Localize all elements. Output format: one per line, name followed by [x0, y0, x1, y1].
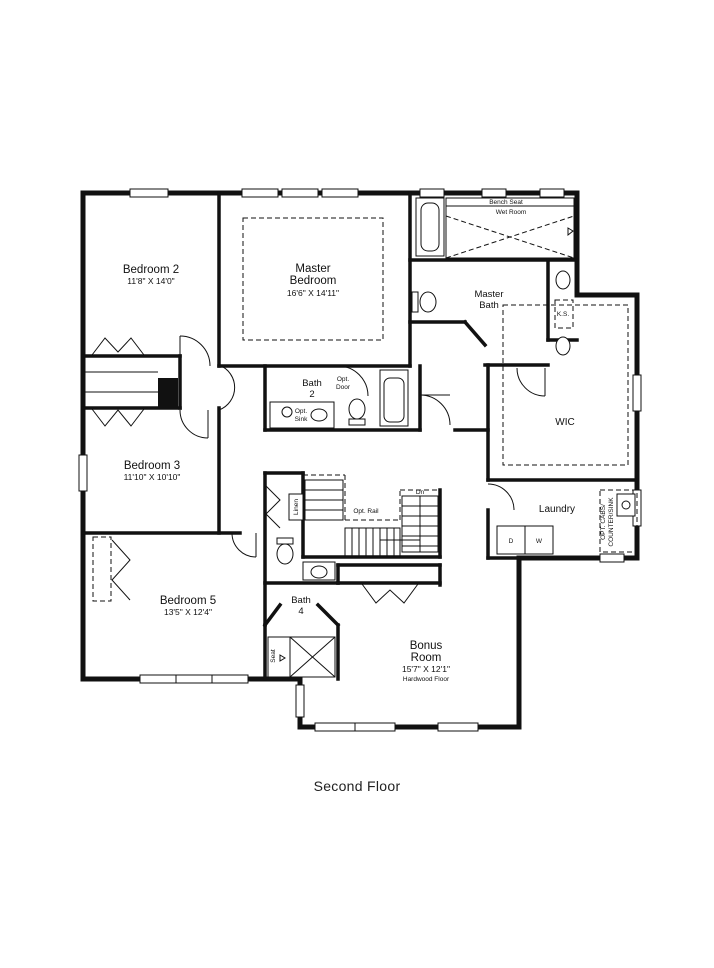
- opt-door-label-1: Opt.: [337, 376, 349, 383]
- bath2-name-1: Bath: [302, 378, 322, 389]
- bonus-room-name-2: Room: [411, 652, 442, 664]
- opt-rail-label: Opt. Rail: [353, 508, 379, 515]
- bedroom3-dims: 11'10" X 10'10": [124, 472, 181, 482]
- doors: [91, 335, 546, 604]
- windows: [78, 188, 642, 732]
- dn-label: Dn: [416, 489, 425, 496]
- room-labels: Bedroom 2 11'8" X 14'0" Master Bedroom 1…: [123, 263, 575, 683]
- bedroom3-name: Bedroom 3: [124, 460, 180, 472]
- interior-walls: [81, 191, 639, 681]
- fixtures: [267, 197, 638, 678]
- bath2-name-2: 2: [309, 389, 314, 400]
- bonus-room-dims: 15'7" X 12'1": [402, 664, 450, 674]
- master-bedroom-name-1: Master: [295, 263, 330, 275]
- master-bath-name-1: Master: [474, 289, 503, 300]
- bedroom5-dims: 13'5" X 12'4": [164, 607, 212, 617]
- opt-cabs-label-1: OPT. CABS/: [600, 504, 607, 540]
- opt-cabs-label-2: COUNTER/SINK: [608, 497, 615, 547]
- stairs: [304, 479, 439, 557]
- bedroom5-name: Bedroom 5: [160, 595, 216, 607]
- bedroom2-dims: 11'8" X 14'0": [127, 276, 174, 286]
- bedroom2-name: Bedroom 2: [123, 264, 179, 276]
- bath4-name-2: 4: [298, 606, 303, 617]
- opt-sink-label-2: Sink: [295, 416, 308, 423]
- wet-room-label: Wet Room: [496, 209, 527, 216]
- bonus-room-name-1: Bonus: [410, 640, 443, 652]
- exterior-wall: [80, 190, 640, 730]
- washer-label: W: [536, 538, 543, 545]
- bath4-name-1: Bath: [291, 595, 311, 606]
- master-bath-name-2: Bath: [479, 300, 499, 311]
- wic-name: WIC: [555, 417, 574, 428]
- master-bedroom-dims: 16'6" X 14'11": [287, 288, 339, 298]
- laundry-name: Laundry: [539, 504, 575, 515]
- ks-label: K.S.: [557, 311, 569, 318]
- opt-sink-label-1: Opt.: [295, 408, 307, 415]
- bench-seat-label: Bench Seat: [489, 199, 523, 206]
- annotations: Bench Seat Wet Room K.S. Opt. Door Opt. …: [270, 199, 615, 663]
- dashed-features: [92, 217, 629, 602]
- floor-label: Second Floor: [313, 778, 401, 794]
- bonus-room-note: Hardwood Floor: [403, 676, 450, 683]
- opt-door-label-2: Door: [336, 384, 351, 391]
- master-bedroom-name-2: Bedroom: [290, 275, 337, 287]
- dryer-label: D: [509, 538, 514, 545]
- seat-label: Seat: [270, 649, 277, 663]
- linen-label: Linen: [293, 499, 300, 515]
